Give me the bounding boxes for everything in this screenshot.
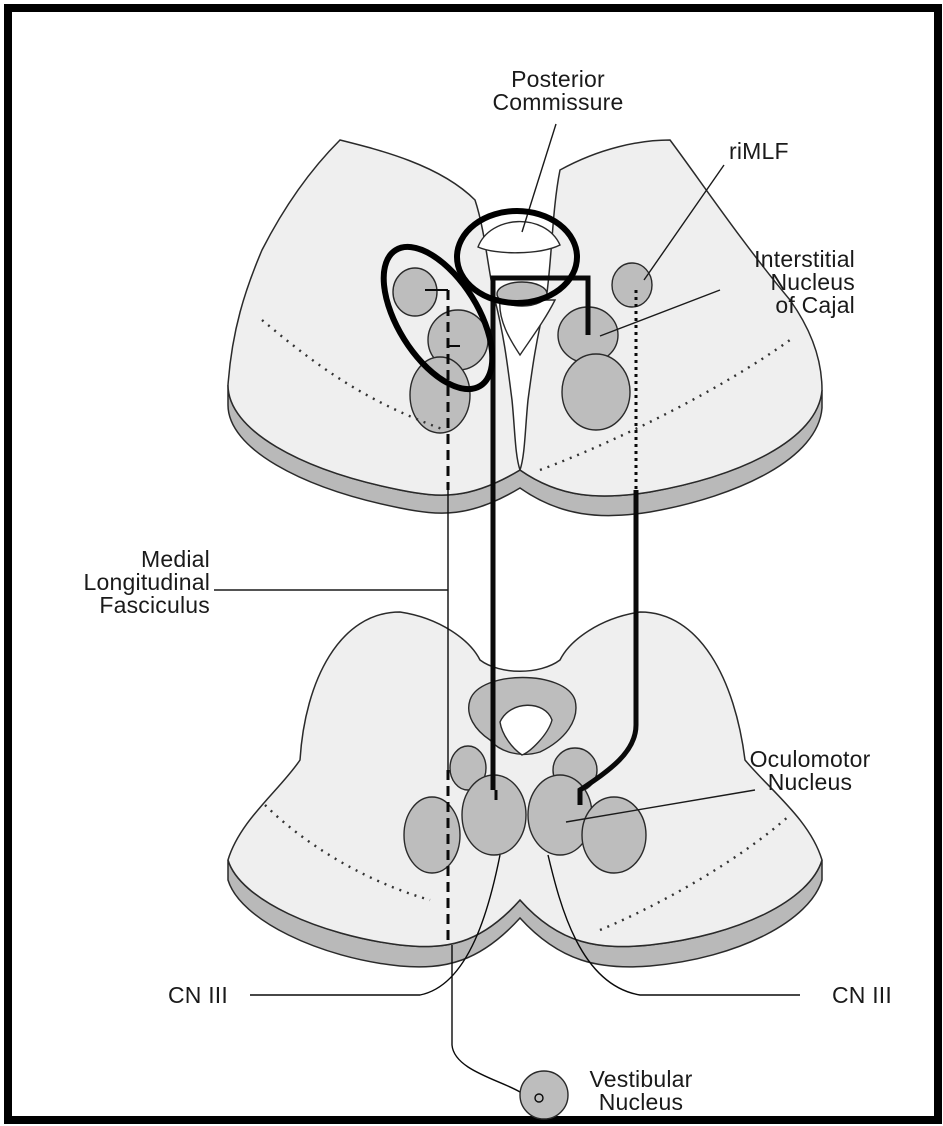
- vestibular-nucleus: [520, 1071, 568, 1119]
- cn3-right-label: CN III: [832, 984, 892, 1007]
- vestibular-nucleus-label: Vestibular Nucleus: [566, 1068, 716, 1114]
- rimlf-label: riMLF: [729, 140, 789, 163]
- cn3-left-label: CN III: [168, 984, 228, 1007]
- oculomotor-nucleus-label: Oculomotor Nucleus: [726, 748, 894, 794]
- posterior-commissure-label: Posterior Commissure: [470, 68, 646, 114]
- vestibular-nucleus-circle: [520, 1071, 568, 1119]
- left-lower-nucleus: [410, 357, 470, 433]
- right-lateral-nucleus: [582, 797, 646, 873]
- left-lateral-nucleus: [404, 797, 460, 873]
- right-lower-nucleus: [562, 354, 630, 430]
- mlf-label: Medial Longitudinal Fasciculus: [28, 548, 210, 617]
- left-rimlf-nucleus: [393, 268, 437, 316]
- right-rimlf-nucleus: [612, 263, 652, 307]
- interstitial-nucleus-label: Interstitial Nucleus of Cajal: [690, 248, 855, 317]
